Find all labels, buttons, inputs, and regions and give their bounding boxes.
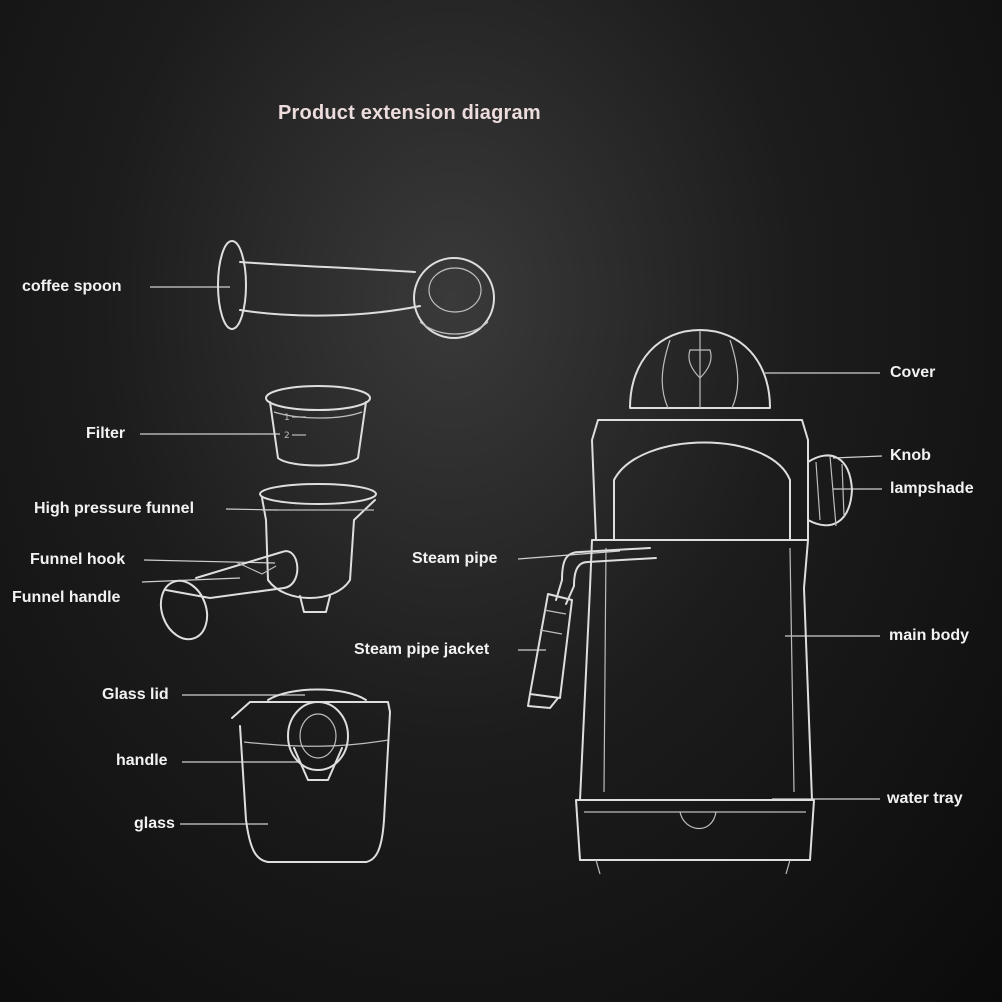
diagram-title: Product extension diagram	[278, 102, 541, 124]
filter-drawing: 1 2	[265, 385, 371, 467]
svg-text:2: 2	[284, 431, 290, 441]
label-funnel-handle: Funnel handle	[12, 589, 121, 606]
label-knob: Knob	[890, 447, 931, 464]
label-filter: Filter	[86, 425, 126, 442]
label-steam-pipe: Steam pipe	[412, 550, 498, 567]
coffee-spoon-drawing	[217, 240, 495, 339]
svg-text:1: 1	[284, 413, 290, 423]
label-water-tray: water tray	[887, 790, 963, 807]
label-handle: handle	[116, 752, 168, 769]
label-high-pressure-funnel: High pressure funnel	[34, 500, 195, 517]
glass-jug-drawing	[231, 688, 391, 863]
label-glass: glass	[134, 815, 175, 832]
funnel-drawing	[159, 483, 377, 641]
label-glass-lid: Glass lid	[102, 686, 169, 703]
label-coffee-spoon: coffee spoon	[22, 278, 122, 295]
label-funnel-hook: Funnel hook	[30, 551, 126, 568]
label-lampshade: lampshade	[890, 480, 974, 497]
label-cover: Cover	[890, 364, 936, 381]
label-steam-pipe-jacket: Steam pipe jacket	[354, 641, 490, 658]
leader-lines	[140, 286, 883, 825]
espresso-machine-drawing	[527, 329, 853, 875]
label-main-body: main body	[889, 627, 970, 644]
